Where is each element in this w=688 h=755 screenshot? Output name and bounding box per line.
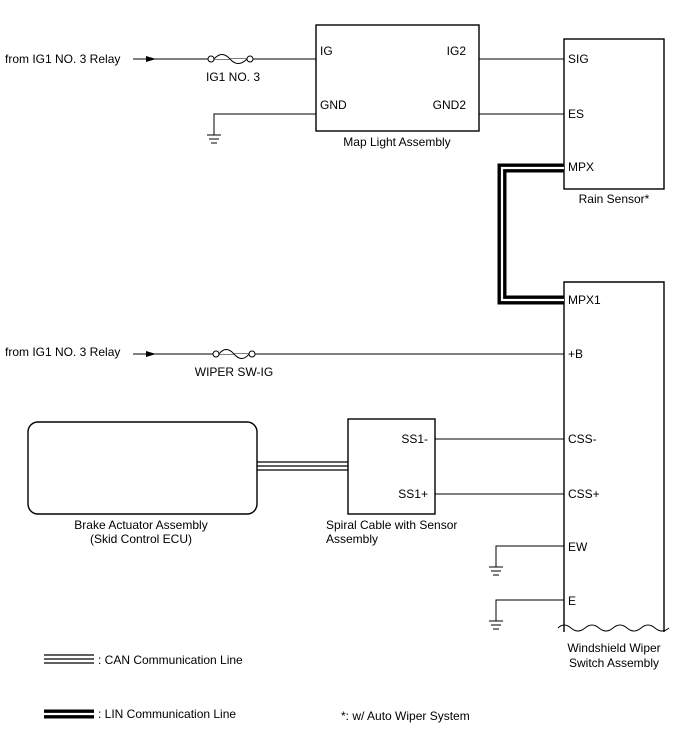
wire-e-to-ground <box>495 599 564 621</box>
can-communication-line <box>257 461 348 471</box>
legend-can-symbol <box>44 654 94 664</box>
wire-gnd-to-ground <box>213 113 316 135</box>
pin-plus-b: +B <box>568 347 583 361</box>
pin-gnd: GND <box>320 98 347 112</box>
spiral-cable-label-line1: Spiral Cable with Sensor <box>326 518 457 532</box>
pin-ss1-plus: SS1+ <box>398 487 428 501</box>
map-light-assembly-label: Map Light Assembly <box>343 135 450 149</box>
pin-css-plus: CSS+ <box>568 487 600 501</box>
fuse-icon <box>212 349 256 359</box>
lin-communication-line <box>497 163 564 305</box>
rain-sensor-box <box>563 38 665 190</box>
pin-ss1-minus: SS1- <box>401 432 428 446</box>
wire-ew-to-ground <box>495 545 564 567</box>
fuse-label-wiper-sw-ig: WIPER SW-IG <box>195 365 273 379</box>
footnote-auto-wiper: *: w/ Auto Wiper System <box>341 709 470 723</box>
rain-sensor-label: Rain Sensor* <box>579 192 650 206</box>
ground-icon <box>207 134 221 144</box>
pin-ig: IG <box>320 44 333 58</box>
arrow-icon <box>146 351 156 357</box>
map-light-assembly-box <box>315 24 480 132</box>
fuse-icon <box>207 54 254 64</box>
spiral-cable-label-line2: Assembly <box>326 532 378 546</box>
legend-lin-label: : LIN Communication Line <box>98 707 236 721</box>
pin-ig2: IG2 <box>447 44 467 58</box>
spiral-cable-box <box>347 418 436 515</box>
brake-actuator-box <box>27 421 258 515</box>
ground-icon <box>489 620 503 630</box>
brake-actuator-label-line2: (Skid Control ECU) <box>90 532 192 546</box>
pin-gnd2: GND2 <box>433 98 467 112</box>
wiper-switch-break-line <box>557 624 670 632</box>
wiper-switch-box <box>563 281 665 632</box>
pin-es: ES <box>568 107 584 121</box>
wiper-switch-label-line2: Switch Assembly <box>569 656 659 670</box>
source-label-mid: from IG1 NO. 3 Relay <box>5 345 120 359</box>
arrow-icon <box>146 56 156 62</box>
brake-actuator-label-line1: Brake Actuator Assembly <box>74 518 207 532</box>
pin-css-minus: CSS- <box>568 432 597 446</box>
wiper-switch-label-line1: Windshield Wiper <box>567 641 660 655</box>
pin-mpx1: MPX1 <box>568 293 601 307</box>
pin-sig: SIG <box>568 52 589 66</box>
fuse-label-ig1-no3: IG1 NO. 3 <box>206 70 260 84</box>
ground-icon <box>489 566 503 576</box>
source-label-top: from IG1 NO. 3 Relay <box>5 52 120 66</box>
pin-ew: EW <box>568 540 588 554</box>
pin-mpx: MPX <box>568 160 594 174</box>
pin-e: E <box>568 594 576 608</box>
legend-can-label: : CAN Communication Line <box>98 653 243 667</box>
